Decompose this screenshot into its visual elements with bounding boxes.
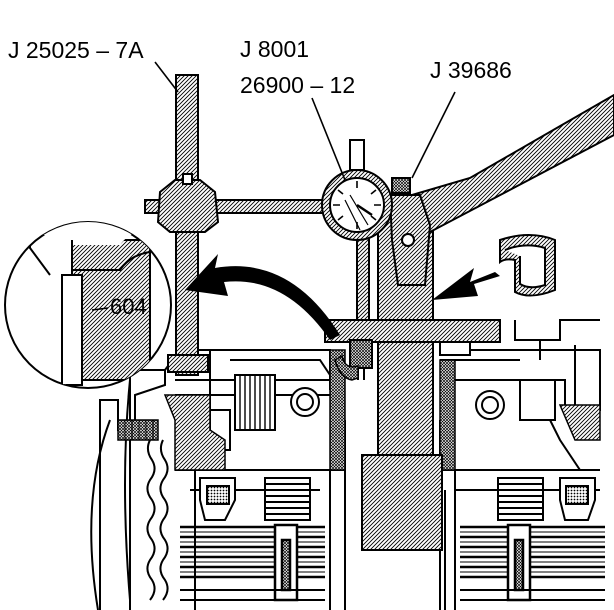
return-spring-left <box>264 477 311 521</box>
adapter-insert <box>499 234 556 297</box>
return-spring-right <box>497 477 544 521</box>
label-dial-indicator-adapter: 26900 – 12 <box>240 72 355 98</box>
leader-lines <box>154 61 456 181</box>
clutch-piston-left <box>199 477 236 521</box>
housing-section-hatching <box>117 349 601 471</box>
label-adapter: J 39686 <box>430 57 512 83</box>
detail-callout-arrow <box>185 254 340 340</box>
label-detail-ref: 604 <box>110 294 147 319</box>
dial-indicator <box>321 139 411 241</box>
post-clamp <box>156 173 220 233</box>
contact-point <box>334 354 359 381</box>
bearing-right <box>475 379 556 421</box>
clutch-plates-right <box>460 523 605 602</box>
install-direction-arrow <box>432 268 500 300</box>
bearing-left <box>234 374 320 431</box>
label-dial-indicator: J 8001 <box>240 36 309 62</box>
label-tool-stand: J 25025 – 7A <box>8 37 144 63</box>
clutch-piston-right <box>559 477 596 521</box>
clutch-plates-left <box>180 523 325 602</box>
adapter-arm <box>388 93 614 286</box>
indicator-plunger <box>349 224 373 380</box>
